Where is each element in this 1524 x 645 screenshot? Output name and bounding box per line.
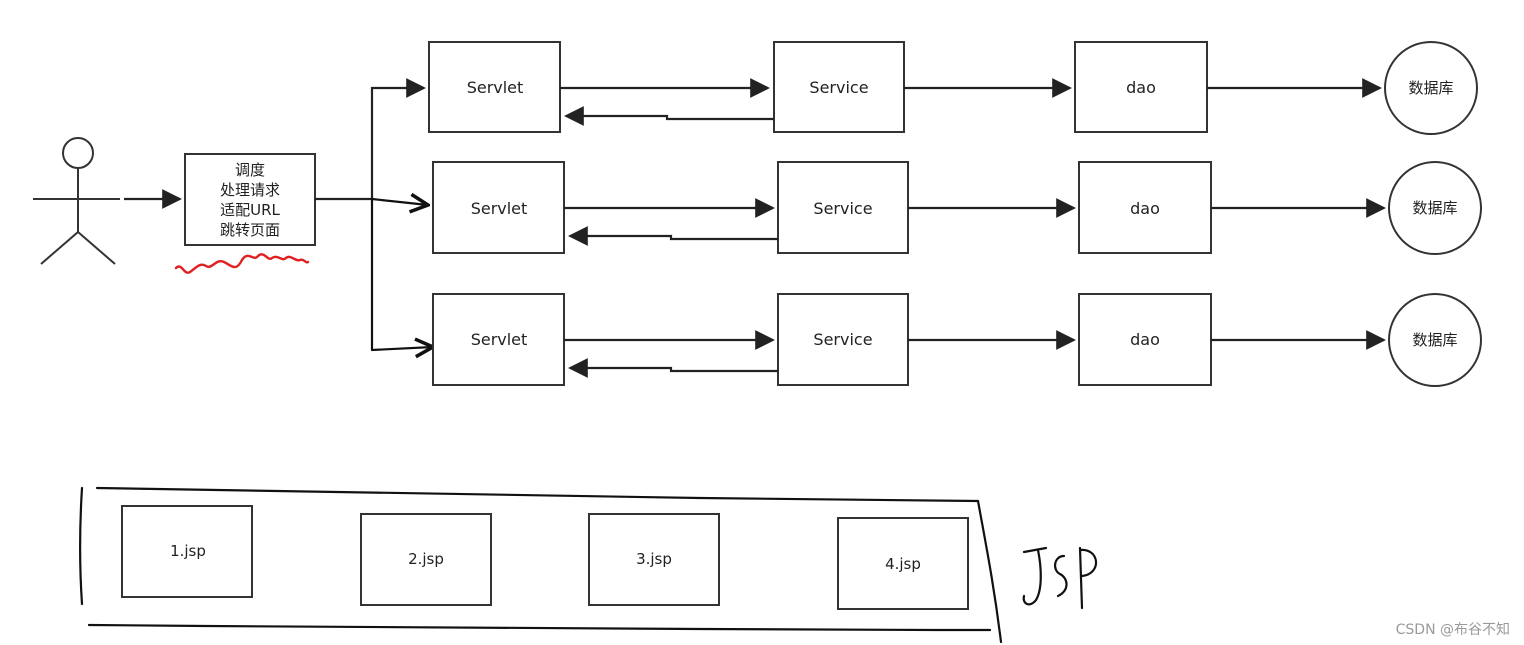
jsp-page-label: 1.jsp [170, 542, 206, 560]
servlet-box [432, 161, 565, 254]
database-node [1384, 41, 1478, 135]
database-label: 数据库 [1412, 331, 1457, 349]
jsp-page: 2.jsp [360, 513, 492, 606]
jsp-page-label: 4.jsp [885, 555, 921, 573]
servlet-box [428, 41, 561, 133]
dispatcher-line: 跳转页面 [220, 221, 280, 239]
dispatcher-node: 调度 处理请求 适配URL 跳转页面 [184, 153, 316, 246]
dao-box [1078, 161, 1212, 254]
jsp-group-boundary [79, 486, 1003, 644]
layer-row: Servlet Service dao 数据库 [432, 293, 1482, 387]
servlet-box [432, 293, 565, 386]
dispatcher-line: 调度 [235, 161, 265, 179]
red-underline-annotation [174, 253, 310, 274]
dispatch-connectors [315, 78, 433, 350]
service-label: Service [809, 78, 868, 97]
database-label: 数据库 [1412, 199, 1457, 217]
servlet-label: Servlet [471, 199, 528, 218]
servlet-label: Servlet [467, 78, 524, 97]
servlet-label: Servlet [471, 330, 528, 349]
service-label: Service [813, 330, 872, 349]
jsp-page-label: 2.jsp [408, 550, 444, 568]
database-node [1388, 161, 1482, 255]
service-to-servlet-arrow [568, 358, 778, 378]
service-box [773, 41, 905, 133]
user-actor-icon [33, 137, 120, 265]
service-to-servlet-arrow [568, 226, 778, 246]
csdn-watermark: CSDN @布谷不知 [1395, 622, 1510, 638]
dao-label: dao [1130, 330, 1160, 349]
layer-row: Servlet Service dao 数据库 [432, 161, 1482, 255]
service-to-servlet-arrow [564, 106, 774, 126]
dao-label: dao [1126, 78, 1156, 97]
jsp-page: 1.jsp [121, 505, 253, 598]
dao-box [1078, 293, 1212, 386]
dispatcher-line: 适配URL [220, 201, 280, 219]
layer-row: Servlet Service dao 数据库 [428, 41, 1478, 135]
service-box [777, 161, 909, 254]
jsp-handwritten-label [1022, 546, 1098, 610]
jsp-page-label: 3.jsp [636, 550, 672, 568]
database-label: 数据库 [1408, 79, 1453, 97]
jsp-page: 4.jsp [837, 517, 969, 610]
dispatcher-line: 处理请求 [220, 181, 280, 199]
jsp-page: 3.jsp [588, 513, 720, 606]
database-node [1388, 293, 1482, 387]
service-box [777, 293, 909, 386]
dao-label: dao [1130, 199, 1160, 218]
service-label: Service [813, 199, 872, 218]
